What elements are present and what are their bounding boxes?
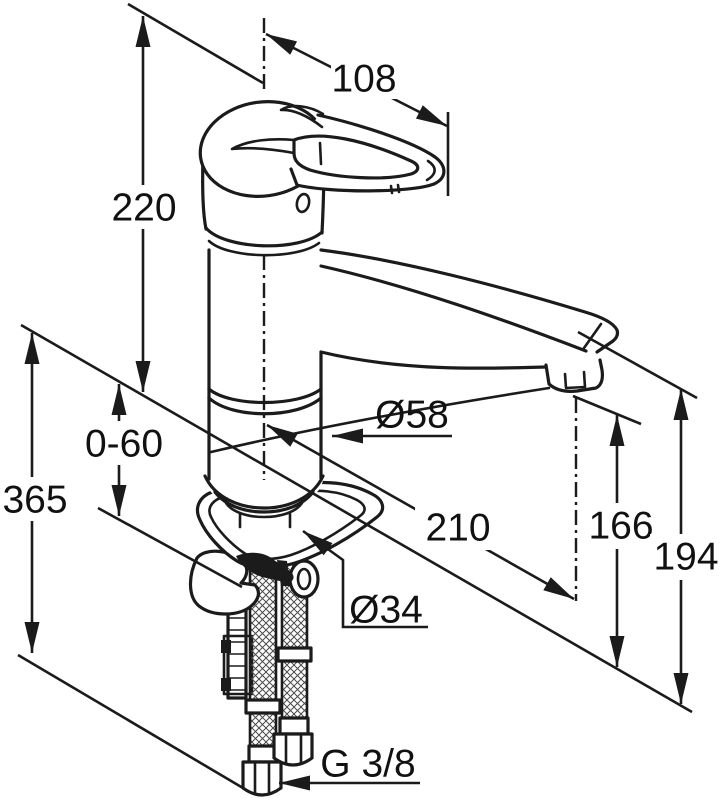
dimension-diameter-58: Ø58 [332, 394, 452, 444]
dimension-label-g38: G 3/8 [320, 743, 415, 786]
deck-underside-line [97, 506, 243, 589]
left-supply-hose [241, 554, 283, 797]
dimension-label-220: 220 [111, 187, 176, 230]
outlet-reference-line [572, 394, 642, 426]
hose-retainer-ring [288, 559, 320, 599]
dimension-label-d58: Ø58 [375, 394, 449, 437]
dimension-label-108: 108 [331, 58, 396, 101]
spout-tip-reference-line [577, 330, 698, 400]
dimension-label-194: 194 [653, 536, 718, 579]
dimension-210: 210 [266, 423, 575, 601]
faucet-drawing [188, 100, 620, 797]
dimension-label-166: 166 [588, 505, 653, 548]
dimension-label-365: 365 [2, 479, 67, 522]
dimension-thread-g38: G 3/8 [279, 743, 420, 791]
dimension-label-d34: Ø34 [349, 589, 423, 632]
body-set-screw-hole [295, 192, 311, 214]
dimension-label-210: 210 [425, 507, 490, 550]
dimension-194: 194 [650, 389, 720, 704]
aerator [544, 358, 604, 393]
dimension-108: 108 [265, 32, 448, 128]
dimension-365: 365 [1, 333, 69, 653]
top-reference-line [127, 2, 264, 85]
lever-handle [230, 104, 446, 214]
dimension-166: 166 [584, 415, 658, 667]
dimension-220: 220 [108, 16, 178, 392]
hose-end-reference-line [17, 653, 244, 790]
dimension-diameter-34: Ø34 [302, 529, 428, 632]
spout [319, 248, 620, 393]
dimension-label-0-60: 0-60 [85, 423, 163, 466]
centerlines [262, 18, 578, 601]
dimension-0-60: 0-60 [79, 384, 169, 516]
